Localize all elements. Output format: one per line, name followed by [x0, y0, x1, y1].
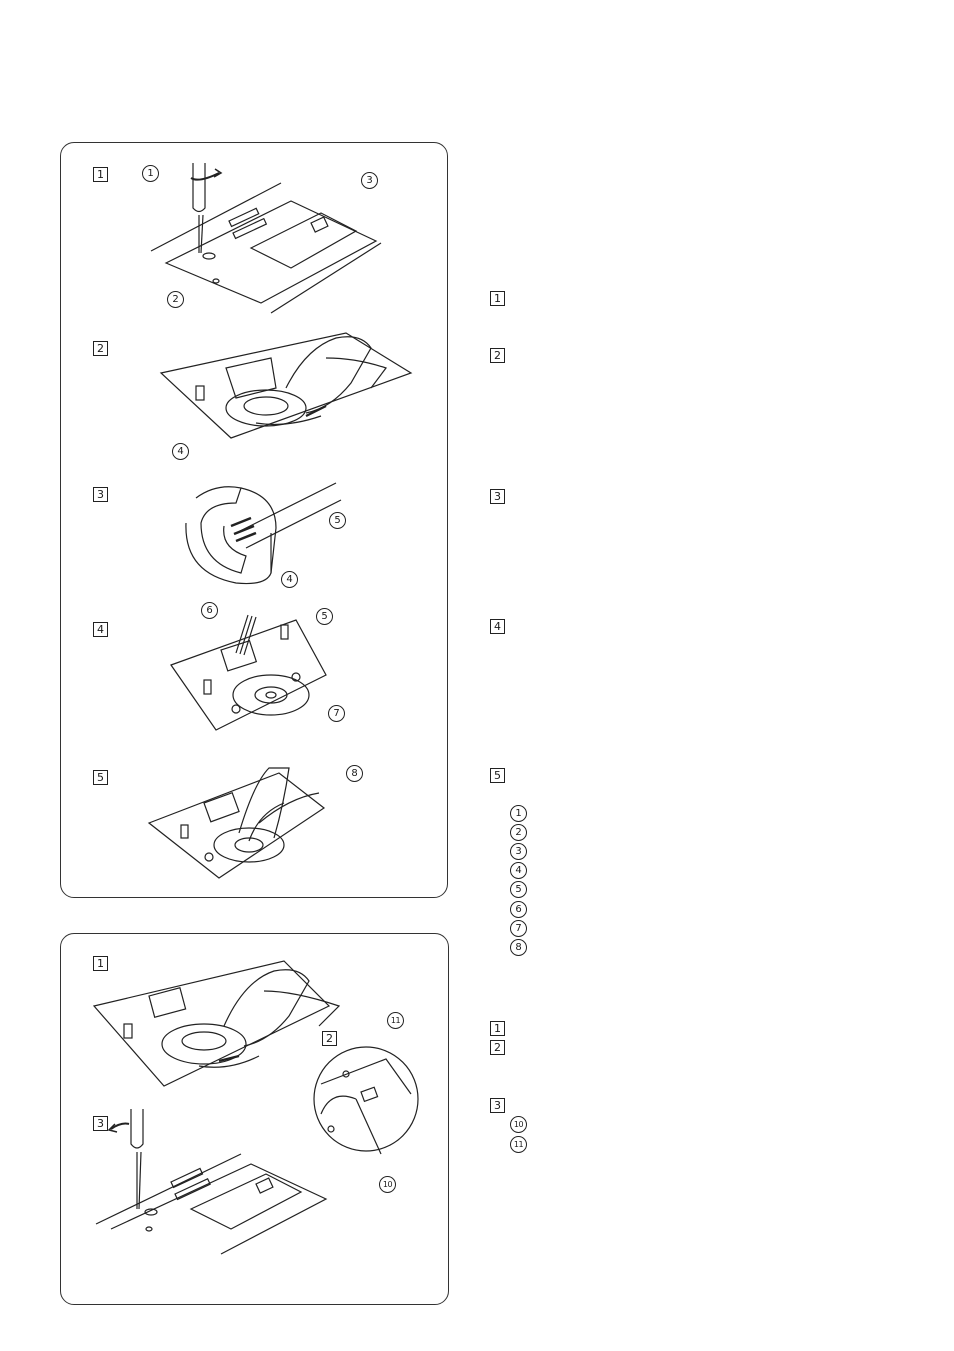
bottom-step-2-box: 2	[322, 1031, 337, 1046]
text-lower-step-2: 2	[490, 1040, 505, 1055]
text-step-5: 5	[490, 768, 505, 783]
callout-6: 6	[201, 602, 218, 619]
callout-1: 1	[142, 165, 159, 182]
legend-7: 7	[510, 920, 527, 937]
bottom-step-3-box: 3	[93, 1116, 108, 1131]
callout-4b: 4	[281, 571, 298, 588]
remove-bobbin-holder-illustration	[159, 332, 413, 439]
legend-1: 1	[510, 805, 527, 822]
callout-8: 8	[346, 765, 363, 782]
legend-11: 11	[510, 1136, 527, 1153]
callout-2: 2	[167, 291, 184, 308]
step-2-box: 2	[93, 341, 108, 356]
needle-plate-screwdriver-illustration	[150, 163, 382, 314]
brush-feed-dogs-illustration	[170, 614, 327, 731]
text-lower-step-3: 3	[490, 1098, 505, 1113]
insert-bobbin-holder-illustration	[92, 960, 341, 1087]
bottom-step-1-box: 1	[93, 956, 108, 971]
legend-6: 6	[510, 901, 527, 918]
callout-7: 7	[328, 705, 345, 722]
text-step-3: 3	[490, 489, 505, 504]
legend-8: 8	[510, 939, 527, 956]
step-5-box: 5	[93, 770, 108, 785]
legend-2: 2	[510, 824, 527, 841]
legend-5: 5	[510, 881, 527, 898]
legend-10: 10	[510, 1116, 527, 1133]
step-4-box: 4	[93, 622, 108, 637]
text-step-4: 4	[490, 619, 505, 634]
callout-4: 4	[172, 443, 189, 460]
callout-3: 3	[361, 172, 378, 189]
step-3-box: 3	[93, 487, 108, 502]
text-step-1: 1	[490, 291, 505, 306]
legend-4: 4	[510, 862, 527, 879]
tighten-screws-illustration	[95, 1109, 328, 1255]
callout-10: 10	[379, 1176, 396, 1193]
text-lower-step-1: 1	[490, 1021, 505, 1036]
callout-5: 5	[329, 512, 346, 529]
legend-3: 3	[510, 843, 527, 860]
brush-bobbin-holder-illustration	[185, 482, 342, 585]
text-step-2: 2	[490, 348, 505, 363]
callout-11: 11	[387, 1012, 404, 1029]
step-1-box: 1	[93, 167, 108, 182]
stopper-knob-detail-illustration	[313, 1046, 419, 1155]
wipe-hook-race-illustration	[147, 767, 326, 879]
reassembly-panel: 1 2 11 10 3	[60, 933, 449, 1305]
callout-5b: 5	[316, 608, 333, 625]
cleaning-instructions-panel: 1 1 3 2 2	[60, 142, 448, 898]
